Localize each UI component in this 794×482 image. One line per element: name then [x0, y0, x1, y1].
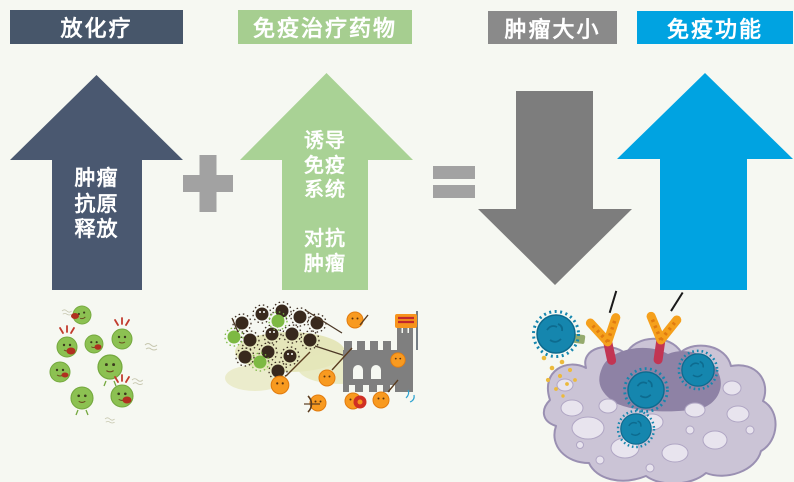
tumor-lumps [556, 378, 755, 473]
tumor-size-down-arrow [478, 91, 632, 285]
equals-bar-bottom [433, 185, 475, 198]
antibody [646, 291, 684, 365]
up-arrow-shape [617, 73, 793, 290]
header-immunotherapy-drug-label: 免疫治疗药物 [252, 16, 397, 41]
header-immunotherapy-drug: 免疫治疗药物 [238, 10, 412, 44]
radiochemo-up-arrow [10, 75, 183, 290]
equals-icon [433, 166, 475, 198]
down-arrow-shape [478, 91, 632, 285]
header-radiochemotherapy-label: 放化疗 [60, 16, 133, 41]
degranulating-immune-cell [532, 310, 586, 398]
cell-feet [75, 380, 117, 416]
shield [353, 395, 367, 409]
header-tumor-size-label: 肿瘤大小 [504, 16, 601, 42]
screaming-mouth [94, 344, 102, 350]
tumor-cells-illustration [49, 303, 158, 424]
castle-window [353, 365, 363, 379]
soldier-spears [285, 314, 369, 377]
equals-bar-top [433, 166, 475, 179]
antibody [585, 290, 621, 365]
screaming-mouth [61, 372, 69, 378]
header-radiochemotherapy: 放化疗 [10, 10, 183, 44]
screaming-mouth [122, 396, 132, 404]
immunotherapy-arrow-text: 诱导 免疫 系统 对抗 肿瘤 [304, 130, 346, 275]
antigen-granules [541, 355, 577, 398]
tumor-attack-illustration [532, 290, 777, 482]
up-arrow-shape [240, 73, 413, 290]
up-arrow-shape [10, 75, 183, 290]
immune-flag [395, 314, 417, 328]
plus-shape [183, 155, 233, 212]
header-immune-function-label: 免疫功能 [666, 16, 763, 42]
header-immune-function: 免疫功能 [637, 11, 793, 44]
screaming-mouth [71, 313, 79, 319]
immune-cell-soldiers [270, 311, 415, 413]
header-tumor-size: 肿瘤大小 [488, 11, 617, 44]
screaming-mouth [66, 347, 76, 355]
immunotherapy-up-arrow [240, 73, 413, 290]
immune-battle-illustration [224, 301, 418, 413]
castle-window [371, 365, 381, 379]
radiochemo-arrow-text: 肿瘤 抗原 释放 [74, 167, 119, 241]
tumor-cell-cluster [49, 303, 158, 424]
plus-icon [183, 155, 233, 212]
immune-function-up-arrow [617, 73, 793, 290]
